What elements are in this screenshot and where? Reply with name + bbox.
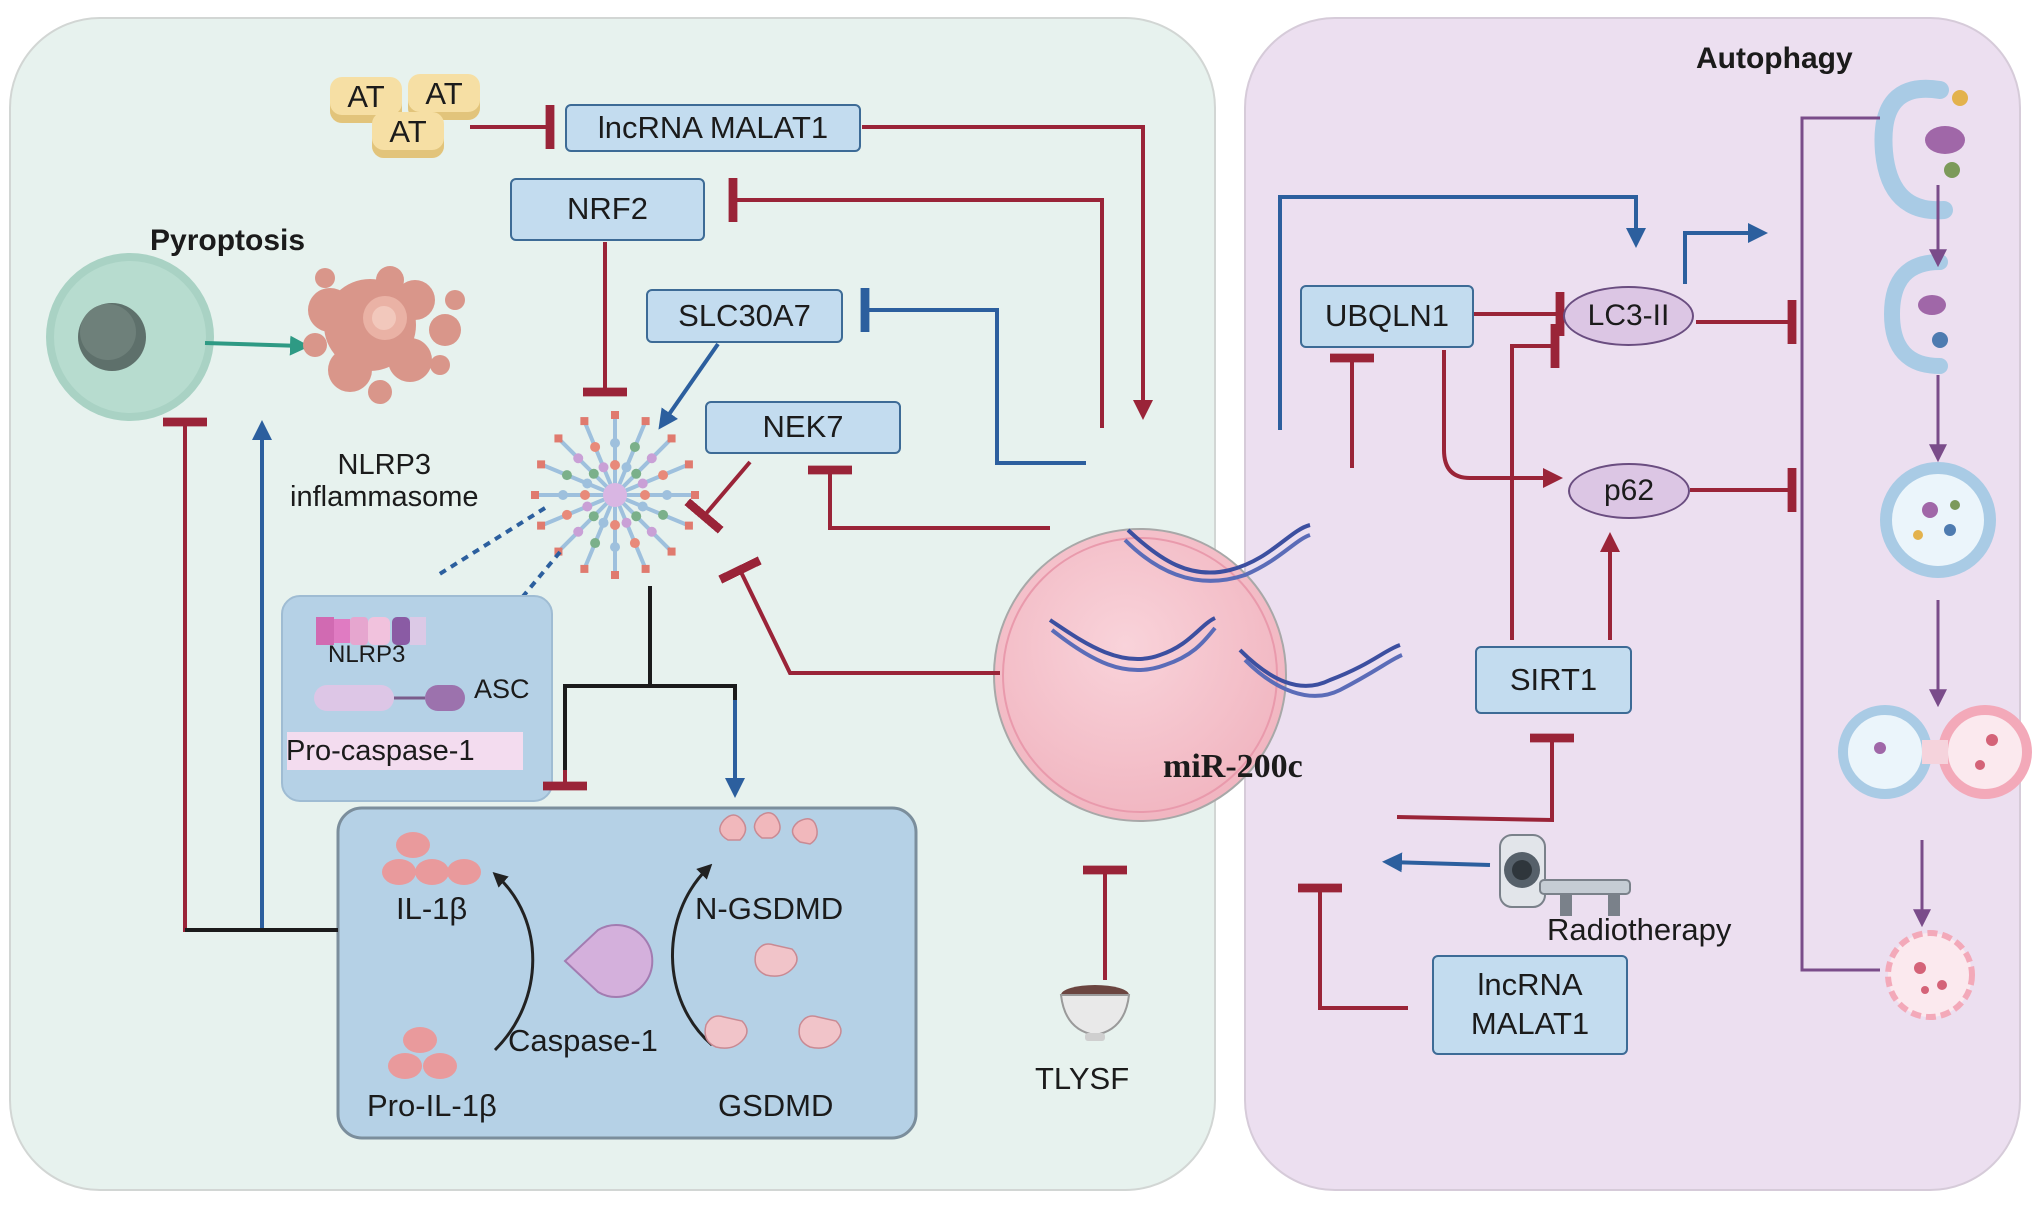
healthy-cell-icon	[46, 253, 214, 421]
at-label: AT	[425, 76, 463, 111]
nlrp3-domain-icon	[316, 617, 426, 645]
pro-il1b-icon	[388, 1027, 457, 1079]
nlrp3-domain-label: NLRP3	[328, 641, 406, 668]
radiotherapy-machine-icon	[1499, 834, 1631, 916]
nrf2-box: NRF2	[510, 178, 705, 241]
gsdmd-icon	[704, 943, 842, 1049]
nek7-box: NEK7	[705, 401, 901, 454]
nlrp3-inflammasome-icon	[531, 411, 699, 579]
autophagy-title: Autophagy	[1696, 42, 1853, 75]
tlysf-label: TLYSF	[1035, 1061, 1130, 1096]
at-pill: AT	[372, 112, 444, 158]
lncrna-malat1-box: lncRNA MALAT1	[565, 104, 861, 152]
autolysosome-fusion-icon	[1838, 705, 2032, 799]
tlysf-bowl-icon	[1059, 985, 1131, 1041]
phagophore-icon	[1874, 79, 1968, 220]
nlrp3-inflammasome-label: NLRP3 inflammasome	[290, 449, 479, 514]
gsdmd-label: GSDMD	[718, 1088, 834, 1123]
pro-caspase-1-highlight	[287, 732, 523, 770]
autophagosome-icon	[1880, 462, 1996, 578]
il1b-label: IL-1β	[396, 891, 468, 926]
p62-oval: p62	[1568, 463, 1690, 519]
slc30a7-box: SLC30A7	[646, 289, 843, 343]
pro-caspase-1-label: Pro-caspase-1	[286, 735, 475, 767]
n-gsdmd-label: N-GSDMD	[695, 891, 844, 926]
caspase-1-label: Caspase-1	[508, 1023, 658, 1058]
ubqln1-box: UBQLN1	[1300, 285, 1474, 348]
autophagy-bracket	[1800, 116, 1880, 972]
radiotherapy-label: Radiotherapy	[1547, 912, 1732, 947]
pyroptotic-cell-icon	[303, 266, 465, 404]
asc-domain-icon	[314, 685, 465, 711]
n-gsdmd-icon	[719, 812, 818, 845]
rna-strand-icon	[1048, 523, 1403, 698]
at-label: AT	[347, 79, 385, 114]
pro-il1b-label: Pro-IL-1β	[367, 1088, 497, 1123]
at-label: AT	[389, 114, 427, 149]
sirt1-box: SIRT1	[1475, 646, 1632, 714]
pyroptosis-title: Pyroptosis	[150, 224, 306, 257]
autophagosome-forming-icon	[1883, 254, 1948, 374]
il1b-icon	[382, 832, 481, 885]
lc3-ii-oval: LC3-II	[1563, 286, 1694, 346]
inflammasome-dotted-line	[436, 506, 547, 577]
lysosome-degradation-icon	[1885, 930, 1975, 1020]
caspase-1-icon	[563, 924, 654, 998]
lncrna-malat1-bottom-box: lncRNA MALAT1	[1432, 955, 1628, 1055]
asc-label: ASC	[474, 674, 530, 704]
il1b-conversion-arrow	[492, 871, 535, 1052]
inflammasome-dotted-line	[518, 550, 562, 602]
pyroptosis-arrow	[204, 335, 310, 356]
mir-200c-label: miR-200c	[1163, 748, 1303, 785]
gsdmd-conversion-arrow	[671, 863, 713, 1047]
